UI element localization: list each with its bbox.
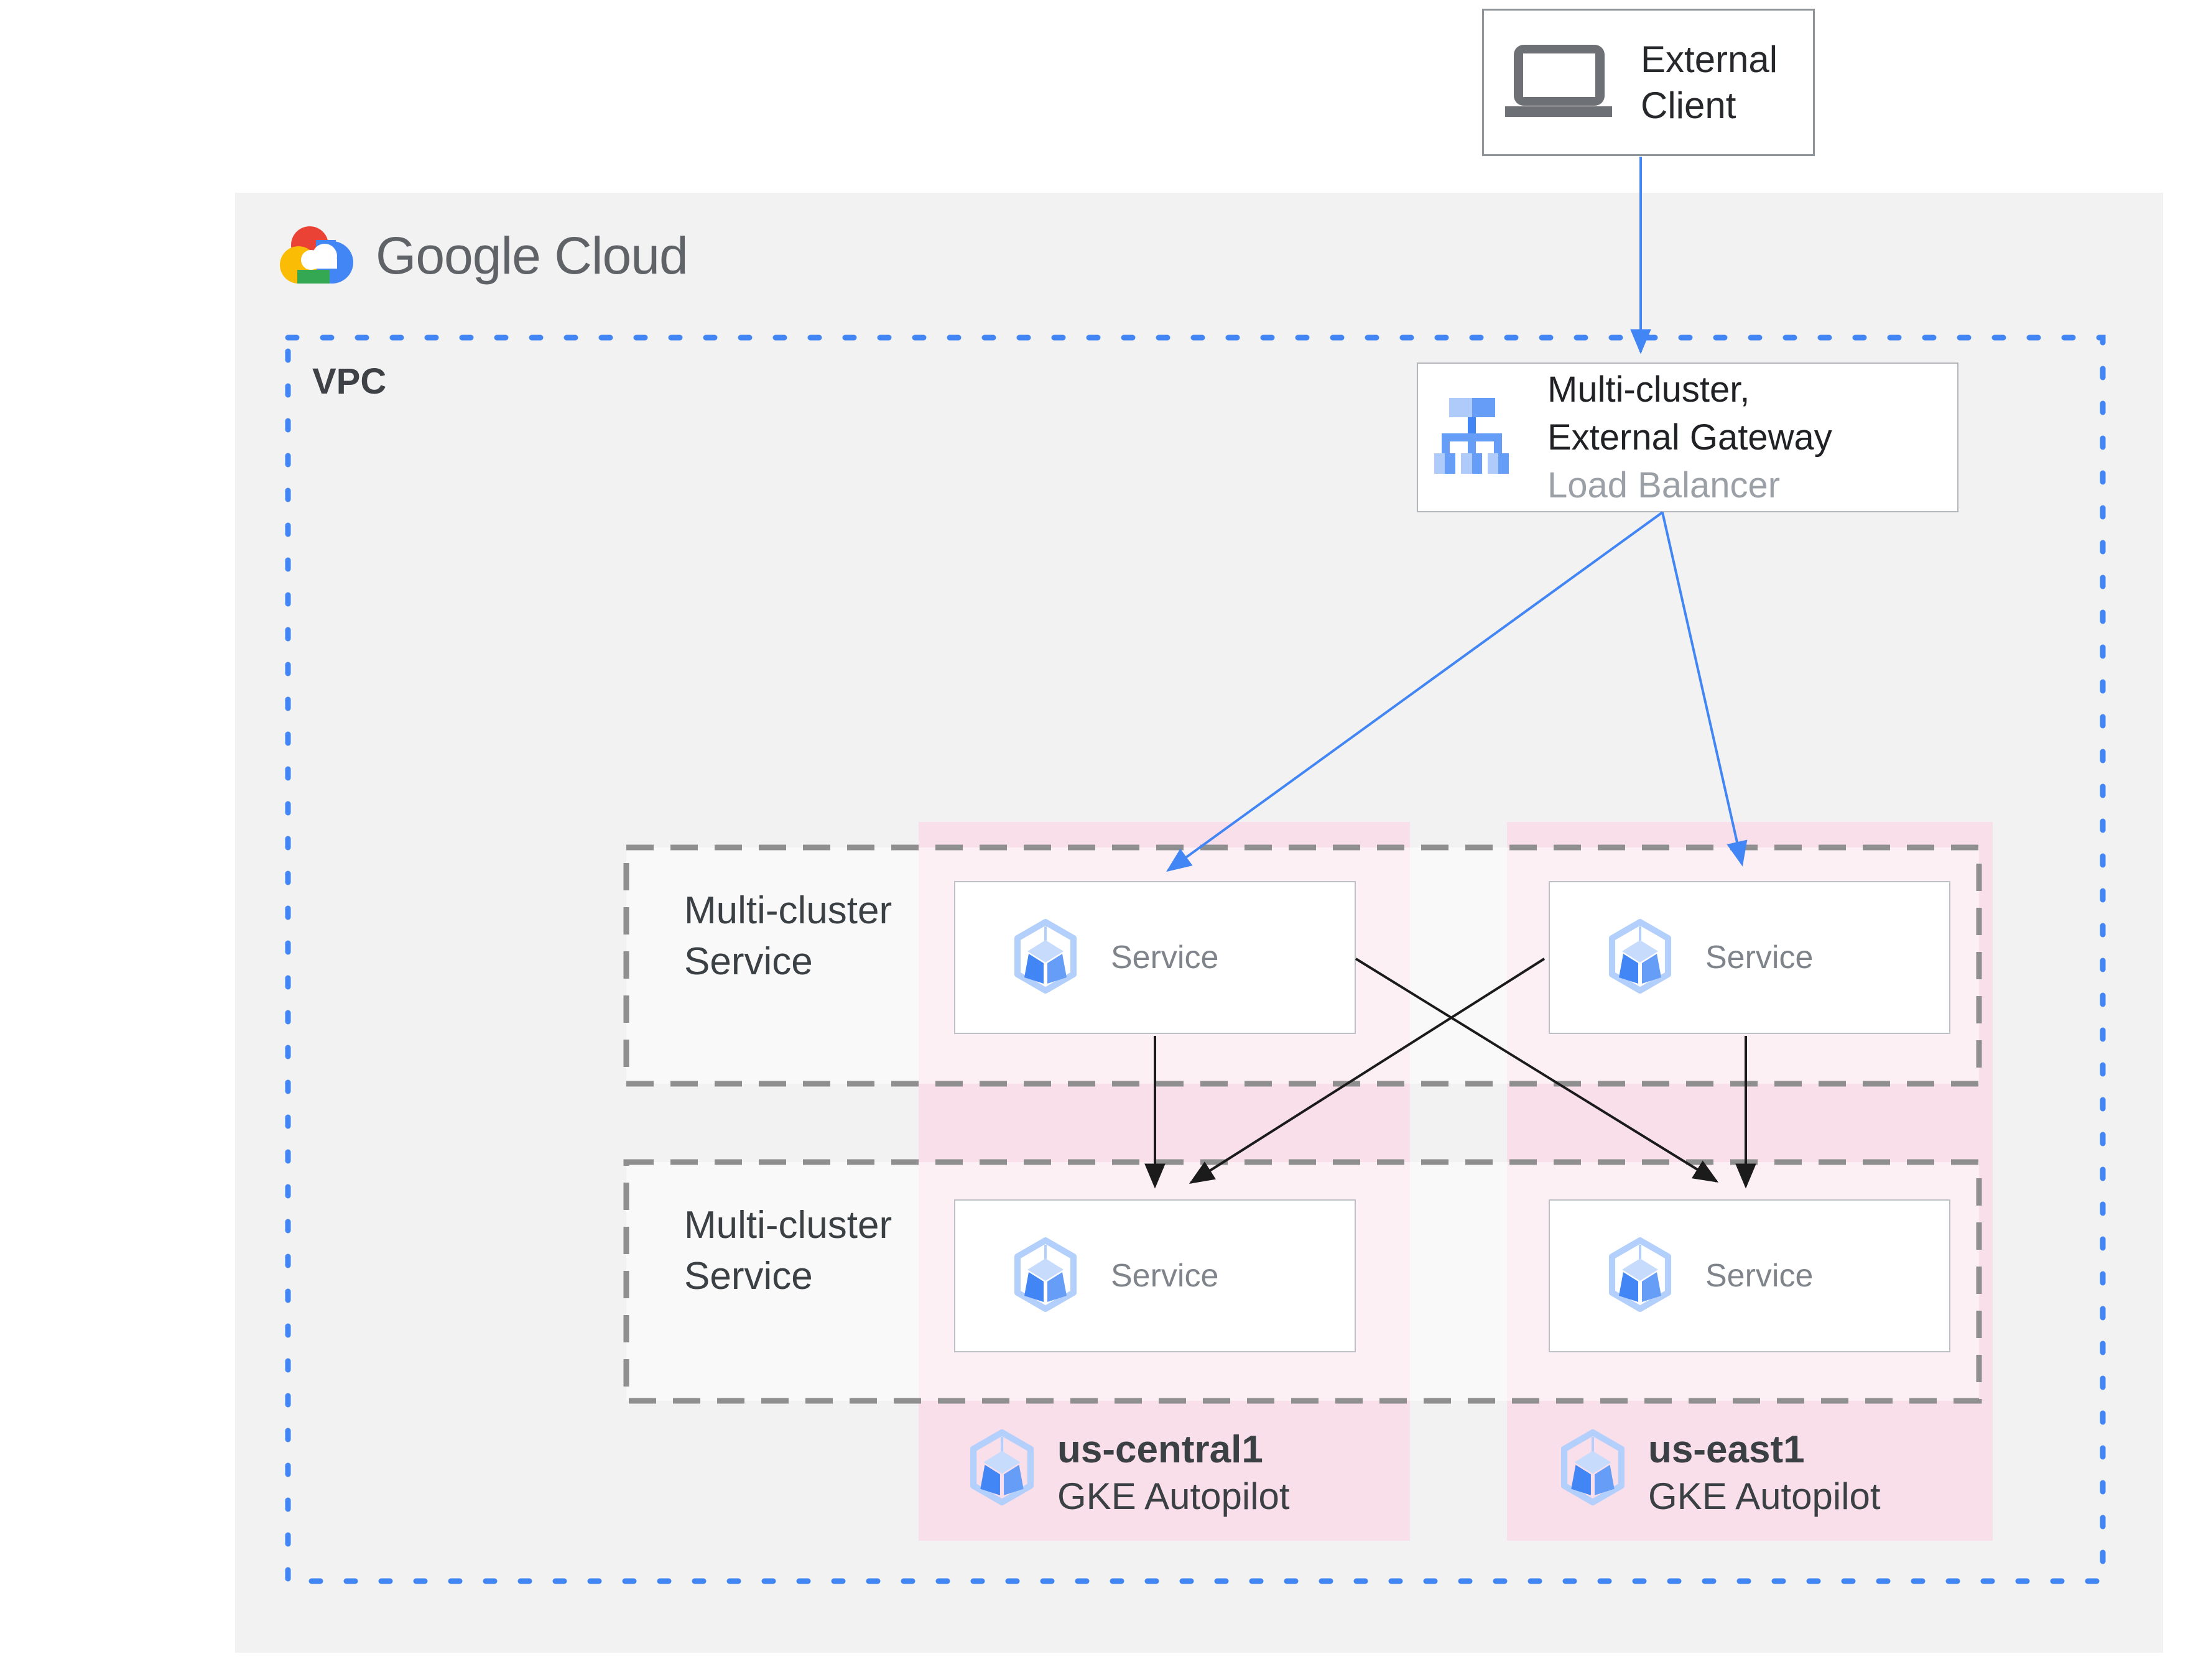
gke-service-icon bbox=[1013, 918, 1078, 997]
service-label: Service bbox=[1705, 939, 1814, 976]
load-balancer-label-line1: Multi-cluster, bbox=[1547, 369, 1750, 410]
google-cloud-logo-icon bbox=[280, 224, 353, 288]
gke-cluster-icon bbox=[969, 1425, 1035, 1513]
load-balancer-sublabel: Load Balancer bbox=[1547, 465, 1781, 505]
row2-boundary-label-line1: Multi-cluster bbox=[684, 1204, 892, 1247]
arrow-load-balancer-to-east-service bbox=[1661, 512, 1748, 867]
external-client-label: External Client bbox=[1641, 37, 1778, 129]
service-label: Service bbox=[1111, 939, 1219, 976]
cluster-us-central1: us-central1 GKE Autopilot bbox=[969, 1425, 1290, 1520]
service-label: Service bbox=[1111, 1258, 1219, 1294]
google-cloud-logo: Google Cloud bbox=[280, 224, 688, 288]
external-client-label-line1: External bbox=[1641, 38, 1778, 80]
cluster-platform: GKE Autopilot bbox=[1057, 1475, 1290, 1517]
load-balancer-label-line2: External Gateway bbox=[1547, 417, 1832, 458]
row1-boundary-label-line2: Service bbox=[684, 940, 813, 983]
cluster-name: us-east1 bbox=[1648, 1428, 1805, 1471]
load-balancer-node: Multi-cluster, External Gateway Load Bal… bbox=[1417, 362, 1958, 512]
load-balancer-icon bbox=[1434, 398, 1509, 477]
load-balancer-label: Multi-cluster, External Gateway Load Bal… bbox=[1547, 366, 1832, 509]
external-client-label-line2: Client bbox=[1641, 84, 1736, 126]
cluster-label: us-east1 GKE Autopilot bbox=[1648, 1425, 1881, 1520]
row1-boundary-label-line1: Multi-cluster bbox=[684, 889, 892, 932]
row2-boundary-label-line2: Service bbox=[684, 1255, 813, 1298]
external-client-node: External Client bbox=[1482, 9, 1815, 156]
service-node-row2-us-east1: Service bbox=[1549, 1199, 1950, 1352]
gke-service-icon bbox=[1607, 918, 1673, 997]
cluster-name: us-central1 bbox=[1057, 1428, 1263, 1471]
vpc-boundary bbox=[285, 335, 2106, 1584]
logo-wordmark: Google Cloud bbox=[376, 226, 688, 285]
gke-cluster-icon bbox=[1560, 1425, 1626, 1513]
gke-service-icon bbox=[1013, 1237, 1078, 1315]
arrow-east-row1-to-central-row2 bbox=[1189, 958, 1546, 1184]
cluster-label: us-central1 GKE Autopilot bbox=[1057, 1425, 1290, 1520]
row1-boundary-label: Multi-cluster Service bbox=[684, 885, 892, 987]
vpc-label: VPC bbox=[312, 361, 387, 402]
service-node-row2-us-central1: Service bbox=[954, 1199, 1356, 1352]
cluster-platform: GKE Autopilot bbox=[1648, 1475, 1881, 1517]
service-label: Service bbox=[1705, 1258, 1814, 1294]
arrow-load-balancer-to-central-service bbox=[1166, 511, 1664, 872]
gke-service-icon bbox=[1607, 1237, 1673, 1315]
service-node-row1-us-central1: Service bbox=[954, 881, 1356, 1034]
service-node-row1-us-east1: Service bbox=[1549, 881, 1950, 1034]
arrow-central-row1-to-east-row2 bbox=[1355, 958, 1719, 1183]
cluster-us-east1: us-east1 GKE Autopilot bbox=[1560, 1425, 1881, 1520]
row2-boundary-label: Multi-cluster Service bbox=[684, 1200, 892, 1302]
laptop-icon bbox=[1505, 45, 1612, 120]
